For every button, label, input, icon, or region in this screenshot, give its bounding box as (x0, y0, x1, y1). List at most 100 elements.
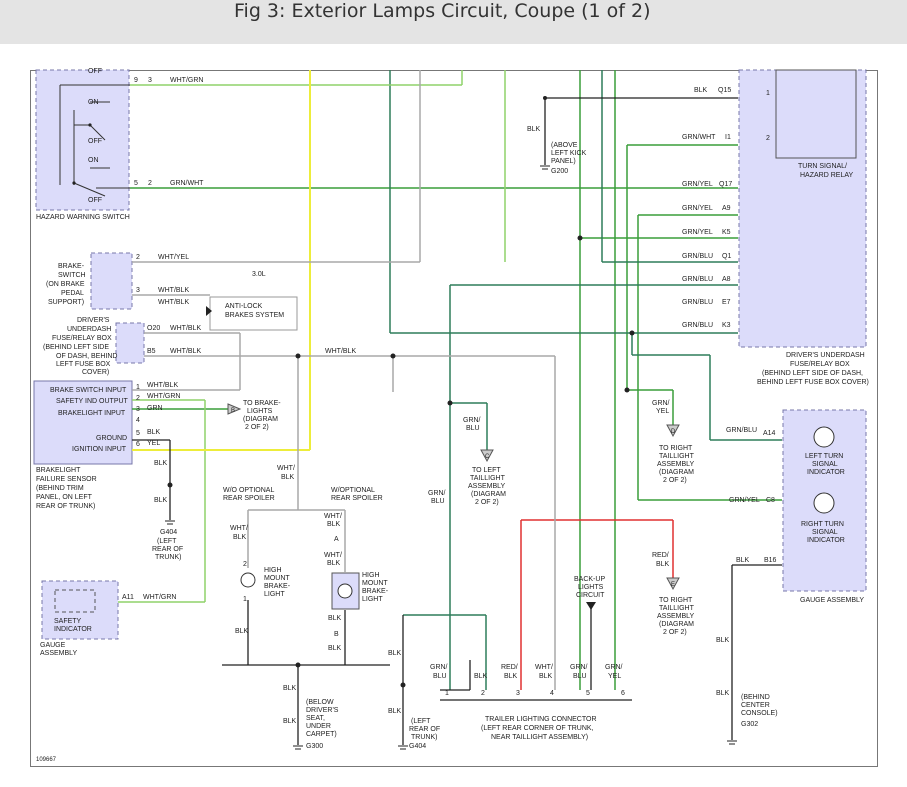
trailer-pin-5: 5 (586, 690, 590, 697)
diagram-frame (30, 70, 878, 767)
trailer-l1: TRAILER LIGHTING CONNECTOR (485, 716, 597, 723)
g404m-wire-b: BLK (388, 708, 402, 715)
rfuse-pin-2: Q17 (719, 181, 732, 188)
hazard-pin-top: 9 (134, 77, 138, 84)
bfs-in-2: SAFETY IND OUTPUT (56, 398, 129, 405)
gr-lti-3: INDICATOR (807, 469, 845, 476)
lfuse-l4: (BEHIND LEFT SIDE (43, 344, 109, 351)
hazard-switch-label: HAZARD WARNING SWITCH (36, 214, 130, 221)
spoiler-wo-blk: BLK (235, 628, 249, 635)
left-fuse-box (115, 322, 145, 364)
rfuse-pin-0: Q15 (718, 87, 731, 94)
lightgreen-wires (118, 70, 506, 603)
bfs-l5: REAR OF TRUNK) (36, 503, 95, 510)
rfuse-pin-6: A8 (722, 276, 731, 283)
tltc-l2: TAILLIGHT (470, 475, 506, 482)
trailer-wire-0a: GRN/ (430, 664, 448, 671)
spoiler-w-lamp-3: BRAKE- (362, 588, 389, 595)
rfuse-pin-7: E7 (722, 299, 731, 306)
rfuse-wire-0: BLK (694, 87, 708, 94)
spoiler-wo-pin-bot: 1 (243, 596, 247, 603)
bfs-l1: BRAKELIGHT (36, 467, 81, 474)
hazard-wire-top-color: WHT/GRN (170, 77, 203, 84)
right-turn-indicator-lamp (813, 492, 835, 514)
lfuse-wire-b5: WHT/BLK (170, 348, 201, 355)
gr-rti-3: INDICATOR (807, 537, 845, 544)
trte-wire-a: RED/ (652, 552, 669, 559)
bfs-w2: WHT/GRN (147, 393, 180, 400)
bfs-p6: 6 (136, 441, 140, 448)
ground-symbols (165, 165, 737, 750)
brake-lights-letter: B (231, 408, 235, 414)
tltc-letter: C (485, 454, 490, 460)
bfs-p1: 1 (136, 384, 140, 391)
high-mount-lamp (240, 572, 256, 588)
rfuse-l3: (BEHIND LEFT SIDE OF DASH, (762, 370, 863, 377)
gr-rti-1: RIGHT TURN (801, 521, 844, 528)
bfs-p3: 3 (136, 406, 140, 413)
gauge-left-l4: ASSEMBLY (40, 650, 78, 657)
trtd-l2: TAILLIGHT (659, 453, 695, 460)
junctions (167, 96, 635, 688)
trtd-letter: D (671, 429, 676, 435)
g302-name: G302 (741, 721, 758, 728)
trte-l1: TO RIGHT (659, 597, 693, 604)
g300-wire: BLK (283, 685, 297, 692)
bfs-w1: WHT/BLK (147, 382, 178, 389)
trailer-wire-2b: BLK (504, 673, 518, 680)
tltc-wire-a: GRN/ (463, 417, 481, 424)
hazard-wire-bot-color: GRN/WHT (170, 180, 204, 187)
lfuse-l6: LEFT FUSE BOX (56, 361, 111, 368)
abs-l1: ANTI-LOCK (225, 303, 263, 310)
abs-box (209, 296, 298, 331)
g302-wire-b: BLK (716, 690, 730, 697)
trailer-pin-4: 4 (550, 690, 554, 697)
trailer-wire-0b: BLU (433, 673, 447, 680)
trailer-wire-2a: RED/ (501, 664, 518, 671)
trtd-l1: TO RIGHT (659, 445, 693, 452)
g200-wire: BLK (527, 126, 541, 133)
g300-l3: SEAT, (306, 715, 325, 722)
hazard-wire-top-num: 3 (148, 77, 152, 84)
gr-pin-c8: C8 (766, 497, 775, 504)
trte-l5: 2 OF 2) (663, 629, 687, 636)
rfuse-wire-6: GRN/BLU (682, 276, 713, 283)
lfuse-wire-b5b: WHT/BLK (325, 348, 356, 355)
spoiler-w-blk: BLK (328, 615, 342, 622)
brakelight-failure-sensor-box (33, 380, 133, 465)
abs-arrow (206, 306, 212, 316)
bfs-in-1: BRAKE SWITCH INPUT (50, 387, 127, 394)
lfuse-pin-o20: O20 (147, 325, 160, 332)
backup-l2: LIGHTS (578, 584, 604, 591)
trailer-l2: (LEFT REAR CORNER OF TRUNK, (481, 725, 594, 732)
turn-signal-relay-box (775, 69, 857, 159)
hazard-on-1: ON (88, 99, 99, 106)
bfs-l4: PANEL, ON LEFT (36, 494, 93, 501)
trailer-wire-5a: GRN/ (605, 664, 623, 671)
trte-l3: ASSEMBLY (657, 613, 695, 620)
abs-l2: BRAKES SYSTEM (225, 312, 284, 319)
relay-pin-1: 1 (766, 90, 770, 97)
g300-l1: (BELOW (306, 699, 334, 706)
tbl-l1: TO BRAKE- (243, 400, 281, 407)
header-bar: Fig 3: Exterior Lamps Circuit, Coupe (1 … (0, 0, 907, 44)
tltc-l3: ASSEMBLY (468, 483, 506, 490)
spoiler-w-lamp-4: LIGHT (362, 596, 383, 603)
figure-id: 109667 (36, 757, 57, 763)
trtd-l4: (DIAGRAM (659, 469, 694, 476)
hazard-off-1: OFF (88, 68, 102, 75)
spoiler-w-conn-b: B (334, 631, 339, 638)
gr-label: GAUGE ASSEMBLY (800, 597, 864, 604)
spoiler-wo-lamp-2: MOUNT (264, 575, 290, 582)
abs-engine: 3.0L (252, 271, 266, 278)
gauge-left-wire: WHT/GRN (143, 594, 176, 601)
tbl-l4: 2 OF 2) (245, 424, 269, 431)
hazard-pin-bot: 5 (134, 180, 138, 187)
right-taillight-e-arrow (666, 577, 680, 591)
spoiler-wo-2: REAR SPOILER (223, 495, 275, 502)
g302-l1: (BEHIND (741, 694, 770, 701)
gauge-left-l1: SAFETY (54, 618, 82, 625)
trte-letter: E (671, 582, 675, 588)
page-title: Fig 3: Exterior Lamps Circuit, Coupe (1 … (234, 0, 651, 22)
